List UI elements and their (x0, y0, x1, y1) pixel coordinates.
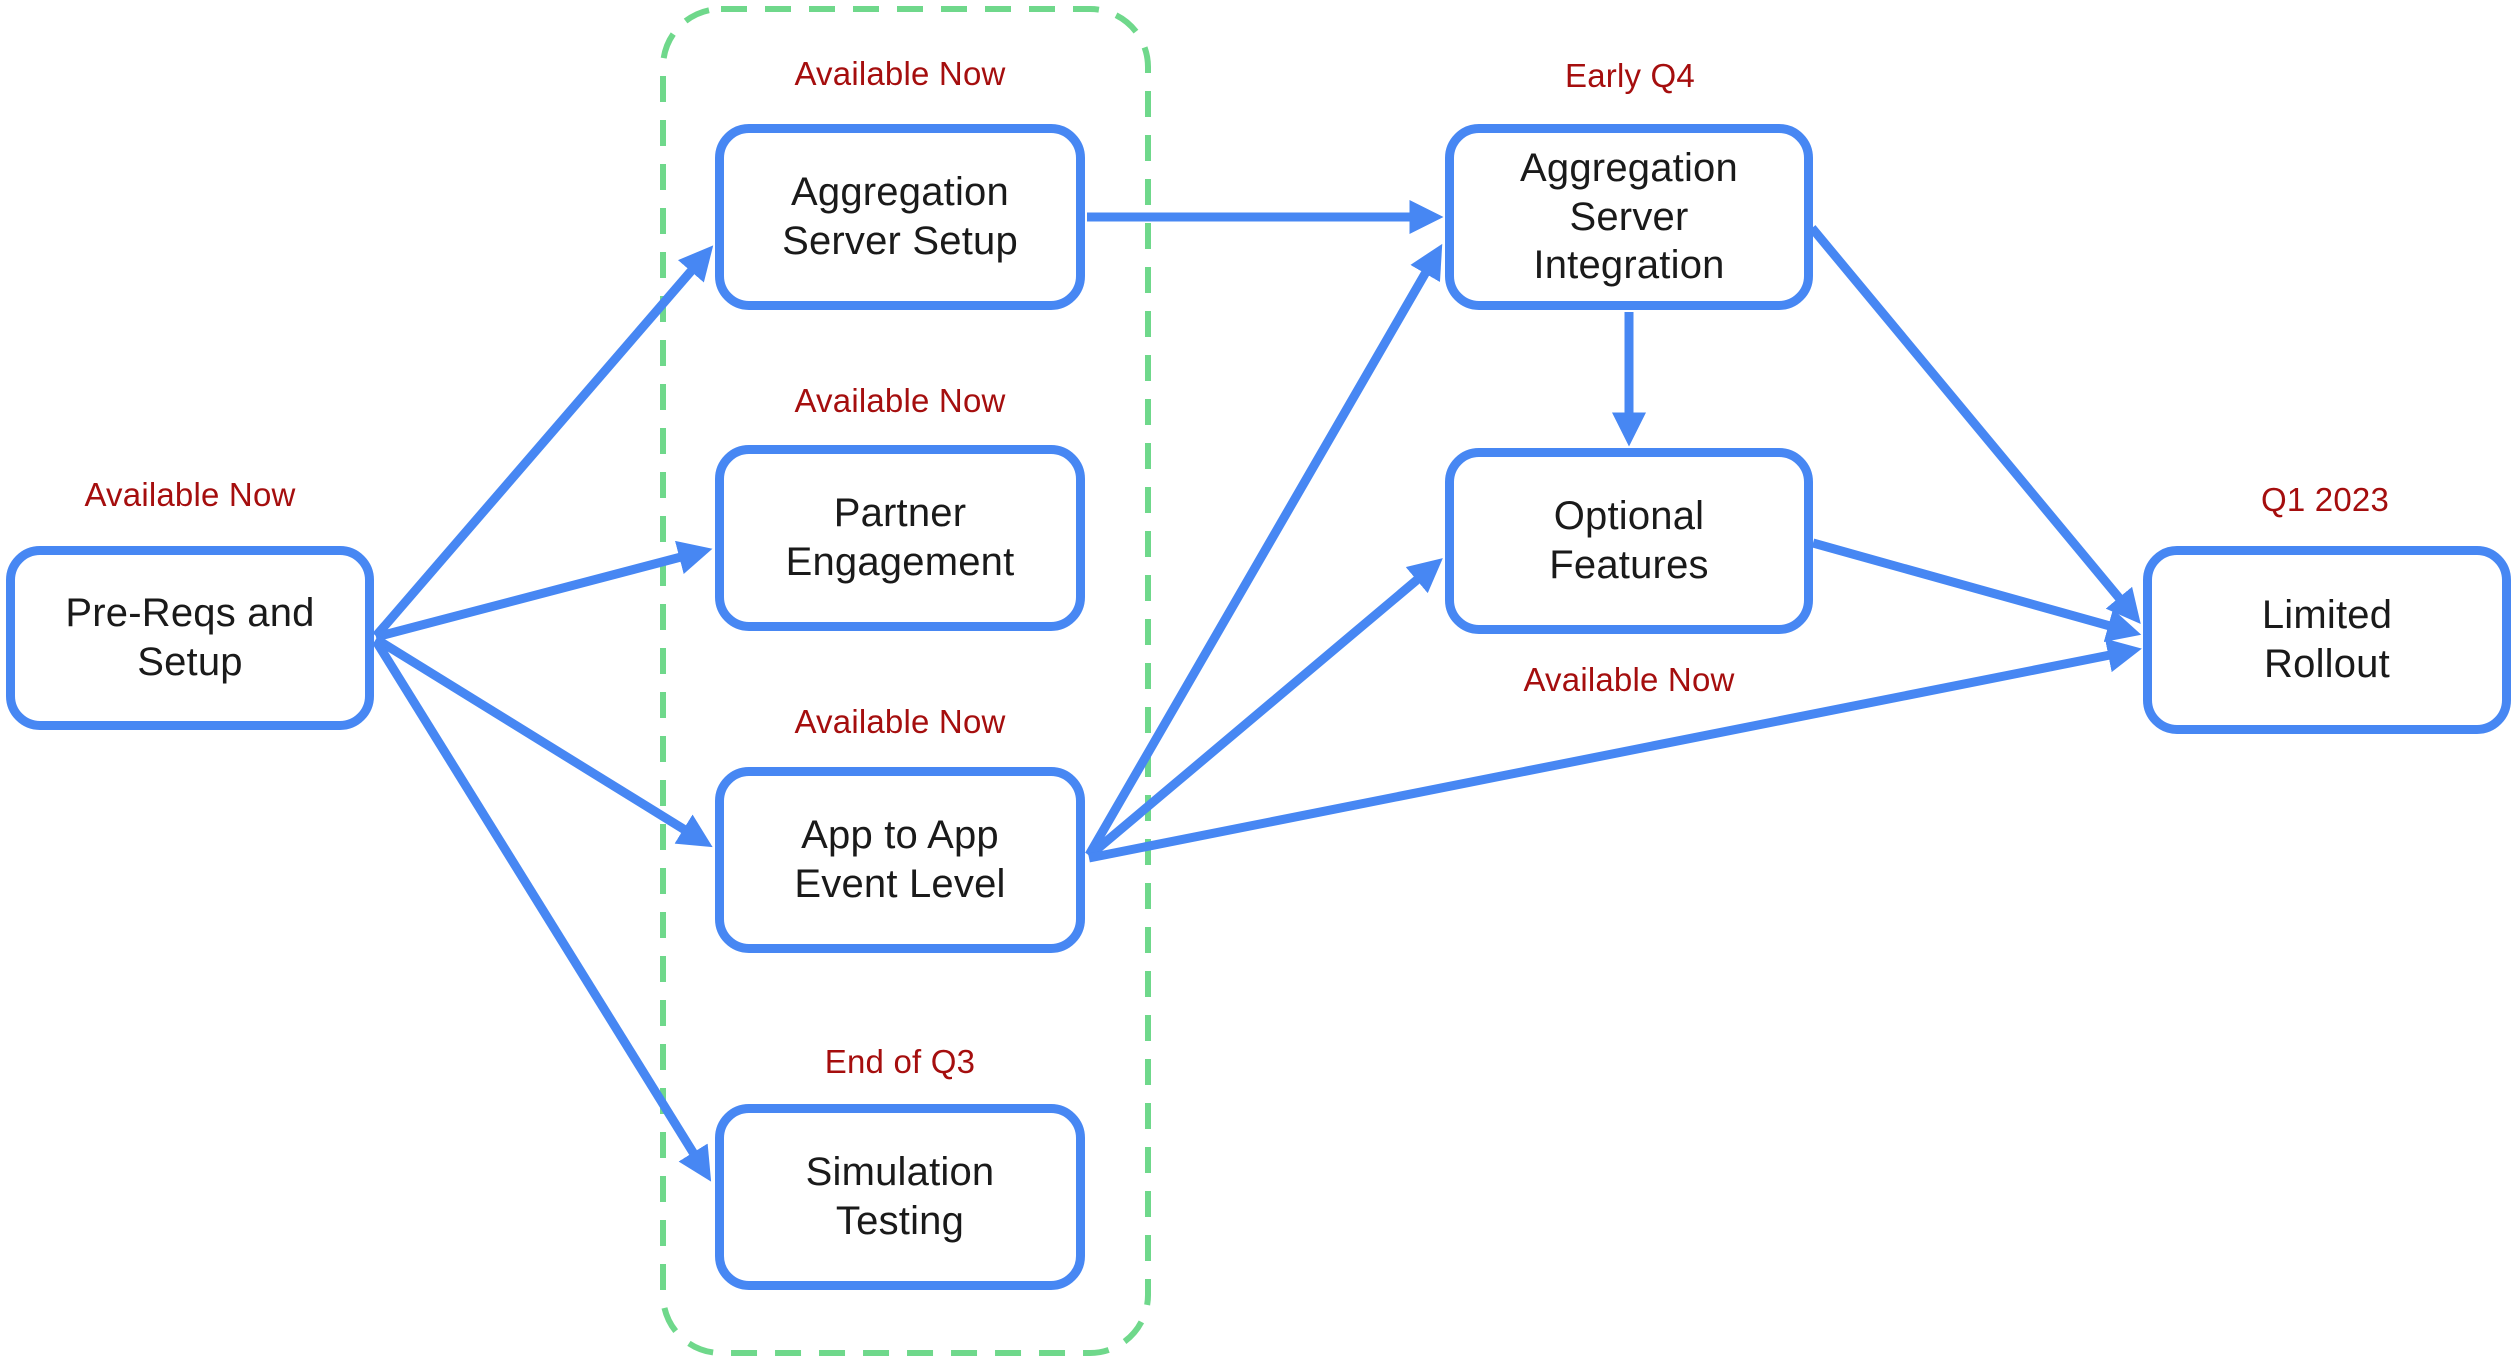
node-simulation-testing: Simulation Testing (715, 1104, 1085, 1290)
timing-label-optional-features: Available Now (1523, 661, 1735, 698)
node-aggregation-server-setup: Aggregation Server Setup (715, 124, 1085, 310)
edge-pre-reqs-to-simulation-testing (372, 638, 712, 1182)
node-aggregation-server-integration-label: Aggregation Server Integration (1520, 145, 1738, 288)
node-aggregation-server-integration: Aggregation Server Integration (1445, 124, 1813, 310)
node-partner-engagement: Partner Engagement (715, 445, 1085, 631)
node-simulation-testing-label: Simulation Testing (805, 1150, 995, 1243)
node-partner-engagement-label: Partner Engagement (785, 491, 1015, 584)
timing-label-limited-rollout: Q1 2023 (2260, 481, 2390, 518)
node-pre-reqs-setup: Pre-Reqs and Setup (6, 546, 374, 730)
timing-label-simulation-testing: End of Q3 (824, 1043, 976, 1080)
edge-app-to-app-to-optional-features (1086, 558, 1443, 860)
timing-label-aggregation-server-integration: Early Q4 (1565, 57, 1695, 94)
edge-app-to-app-to-agg-server-integration (1085, 243, 1443, 858)
node-limited-rollout-label: Limited Rollout (2261, 593, 2393, 686)
node-optional-features-label: Optional Features (1549, 494, 1709, 587)
node-aggregation-server-setup-label: Aggregation Server Setup (782, 170, 1018, 263)
node-app-to-app-event-level: App to App Event Level (715, 767, 1085, 953)
edge-optional-features-to-limited-rollout (1811, 538, 2142, 643)
edge-pre-reqs-to-aggregation-server-setup (372, 245, 714, 639)
edge-agg-server-integration-to-limited-rollout (1808, 225, 2141, 624)
node-optional-features: Optional Features (1445, 448, 1813, 634)
edge-pre-reqs-to-app-to-app (373, 635, 713, 848)
timing-label-partner-engagement: Available Now (794, 382, 1006, 419)
timing-label-aggregation-server-setup: Available Now (794, 55, 1006, 92)
node-app-to-app-event-level-label: App to App Event Level (794, 813, 1006, 906)
group-outline-available-phase (660, 6, 1151, 1356)
node-pre-reqs-setup-label: Pre-Reqs and Setup (65, 591, 315, 684)
node-limited-rollout: Limited Rollout (2143, 546, 2511, 734)
timing-label-app-to-app-event-level: Available Now (794, 703, 1006, 740)
timing-label-pre-reqs-setup: Available Now (84, 476, 296, 513)
edge-pre-reqs-to-partner-engagement (374, 540, 713, 642)
edge-app-to-app-to-limited-rollout (1088, 638, 2142, 863)
